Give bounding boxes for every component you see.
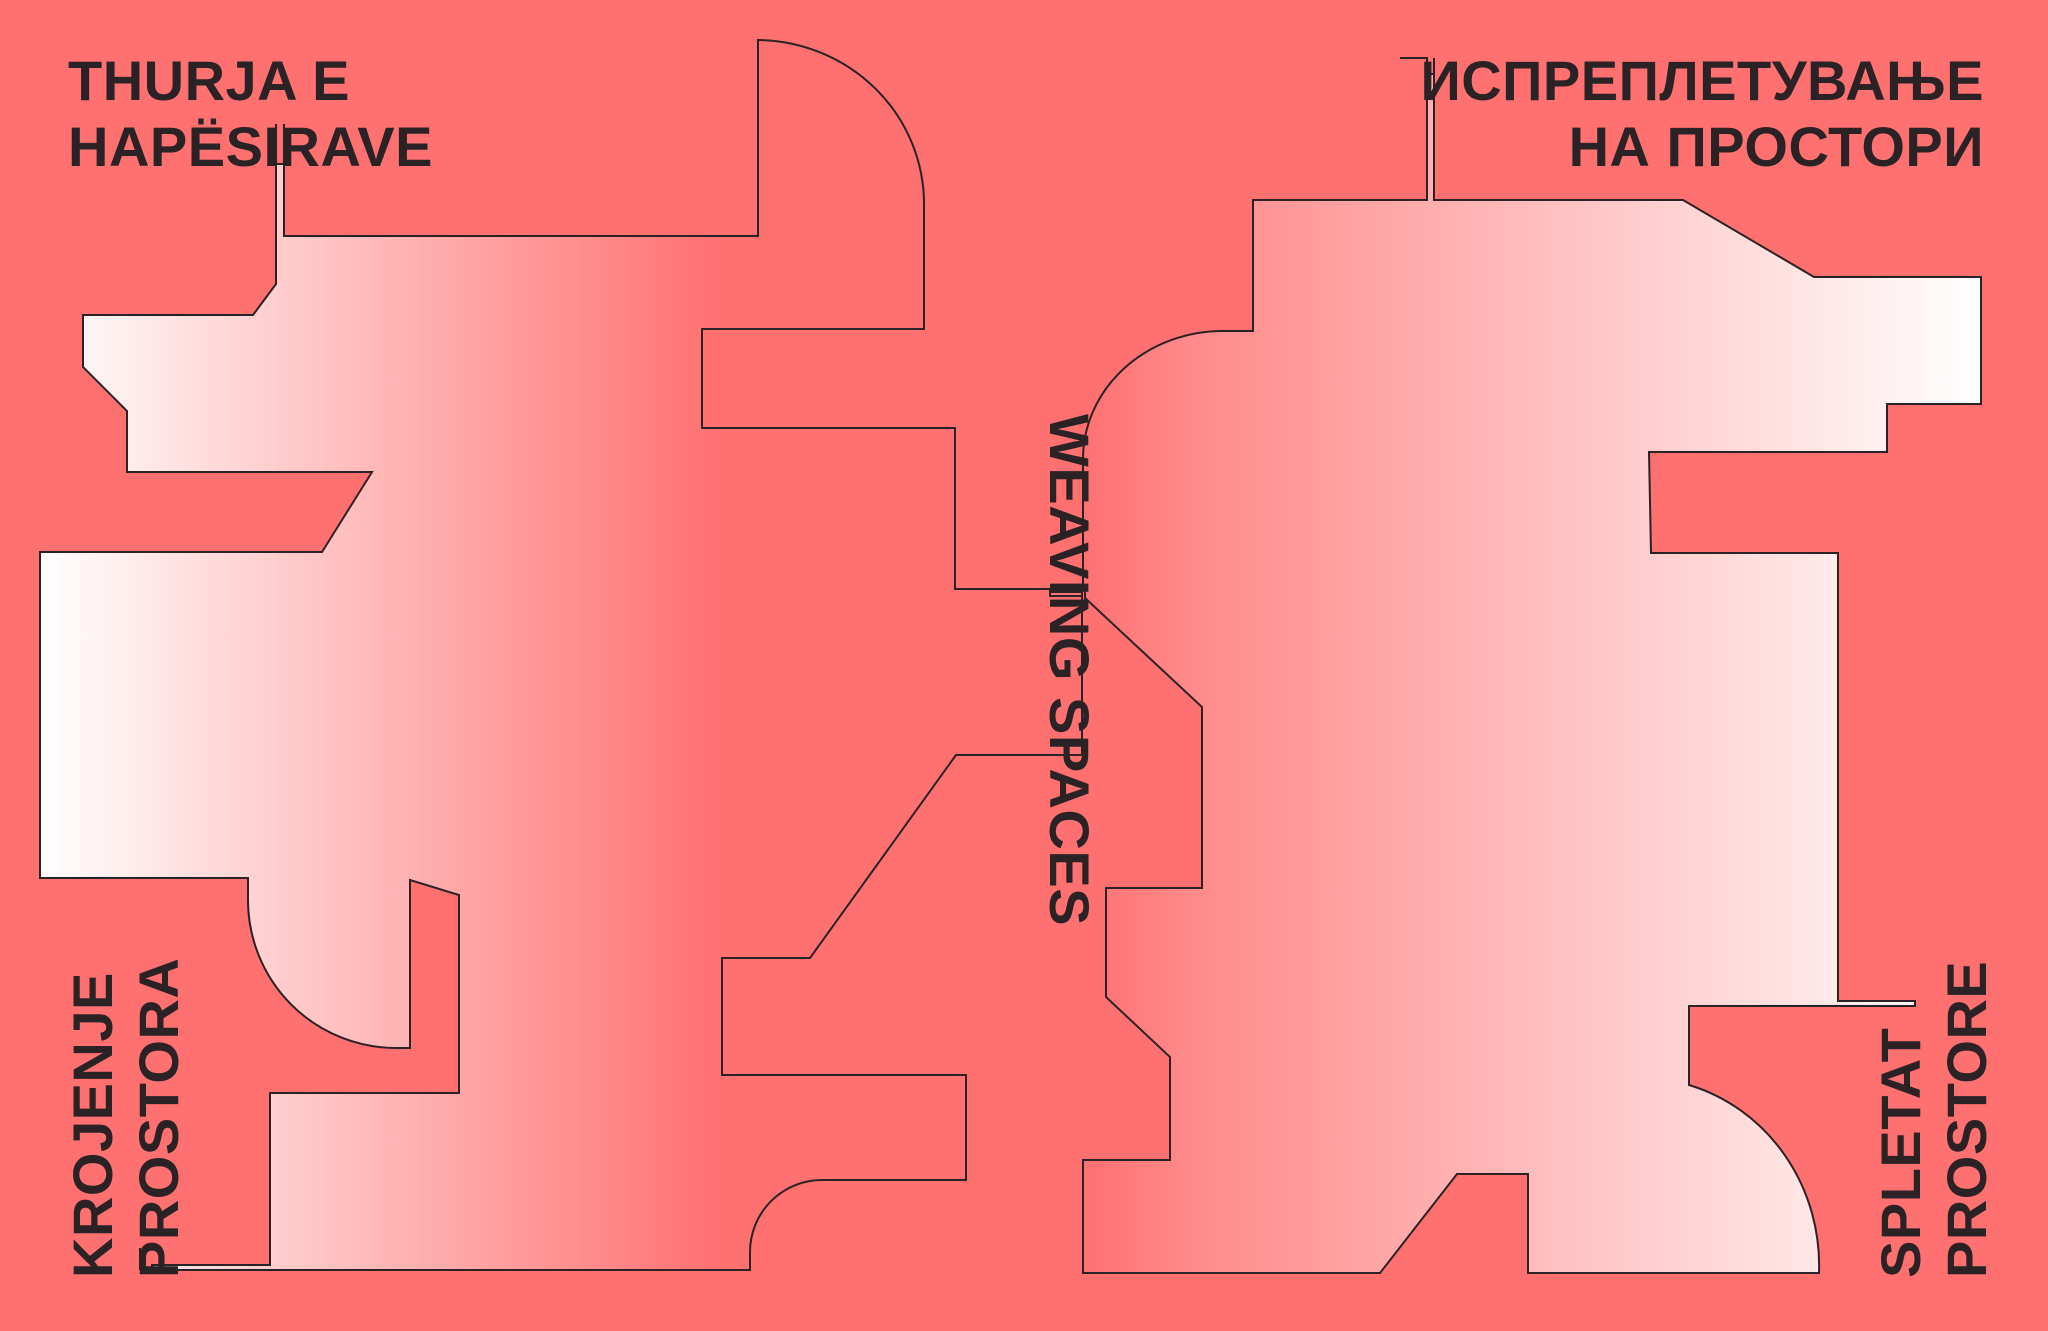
title-english-text: WEAVING SPACES	[1038, 414, 1101, 927]
title-slovenian-line-1: SPLETAT	[1869, 1027, 1932, 1278]
title-croatian: KROJENJE PROSTORA	[60, 958, 192, 1278]
title-croatian-line-2: PROSTORA	[127, 957, 190, 1278]
weave-thread-top-right	[1400, 57, 1435, 74]
title-croatian-line-1: KROJENJE	[61, 972, 124, 1278]
title-macedonian-line-1: ИСПРЕПЛЕТУВАЊЕ	[1420, 49, 1984, 112]
title-albanian-line-1: THURJA E	[68, 49, 350, 112]
title-macedonian-line-2: НА ПРОСТОРИ	[1568, 115, 1984, 178]
weave-thread-bottom-left	[139, 1248, 152, 1271]
right-woven-shape	[1082, 73, 1982, 1274]
title-macedonian: ИСПРЕПЛЕТУВАЊЕ НА ПРОСТОРИ	[1420, 48, 1984, 180]
weave-thread-center	[1049, 589, 1086, 604]
title-slovenian: SPLETAT PROSTORE	[1868, 961, 2000, 1278]
title-albanian-line-2: HAPËSIRAVE	[68, 115, 433, 178]
title-albanian: THURJA E HAPËSIRAVE	[68, 48, 433, 180]
title-slovenian-line-2: PROSTORE	[1935, 960, 1998, 1278]
left-woven-shape	[39, 38, 1083, 1271]
weave-thread-top-left	[275, 124, 285, 164]
title-english: WEAVING SPACES	[1036, 414, 1102, 926]
